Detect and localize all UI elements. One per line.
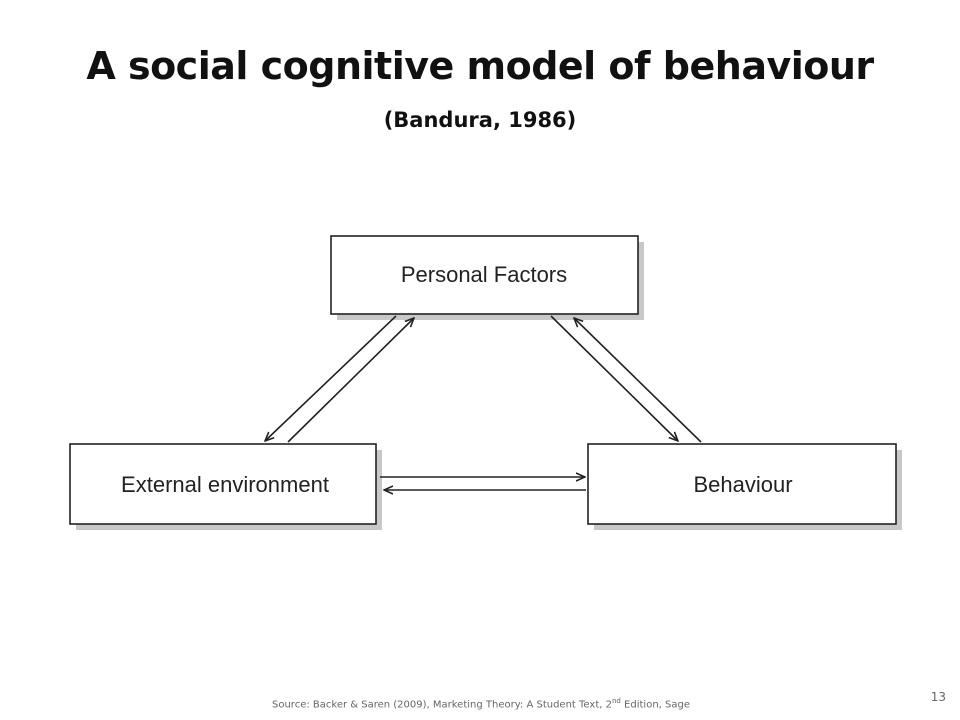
node-behaviour: Behaviour [587,443,902,530]
arrow-behaviour-to-personal [574,318,702,443]
node-personal-factors-label: Personal Factors [401,262,567,287]
source-citation: Source: Backer & Saren (2009), Marketing… [272,697,690,710]
source-citation-superscript: nd [611,697,621,705]
node-behaviour-label: Behaviour [693,472,792,497]
arrow-personal-to-behaviour [550,315,678,441]
node-external-environment-box [69,443,377,525]
node-personal-factors: Personal Factors [330,235,644,320]
slide-subtitle: (Bandura, 1986) [383,108,577,132]
page-number: 13 [930,690,946,704]
node-external-environment-label: External environment [121,472,329,497]
node-personal-factors-box [330,235,639,315]
arrow-environment-to-personal [287,318,414,443]
slide-title: A social cognitive model of behaviour [86,44,874,88]
node-external-environment: External environment [69,443,382,530]
source-citation-suffix: Edition, Sage [620,699,690,711]
arrow-personal-to-environment [265,315,397,441]
node-behaviour-box [587,443,897,525]
source-citation-prefix: Source: Backer & Saren (2009), Marketing… [272,699,612,711]
